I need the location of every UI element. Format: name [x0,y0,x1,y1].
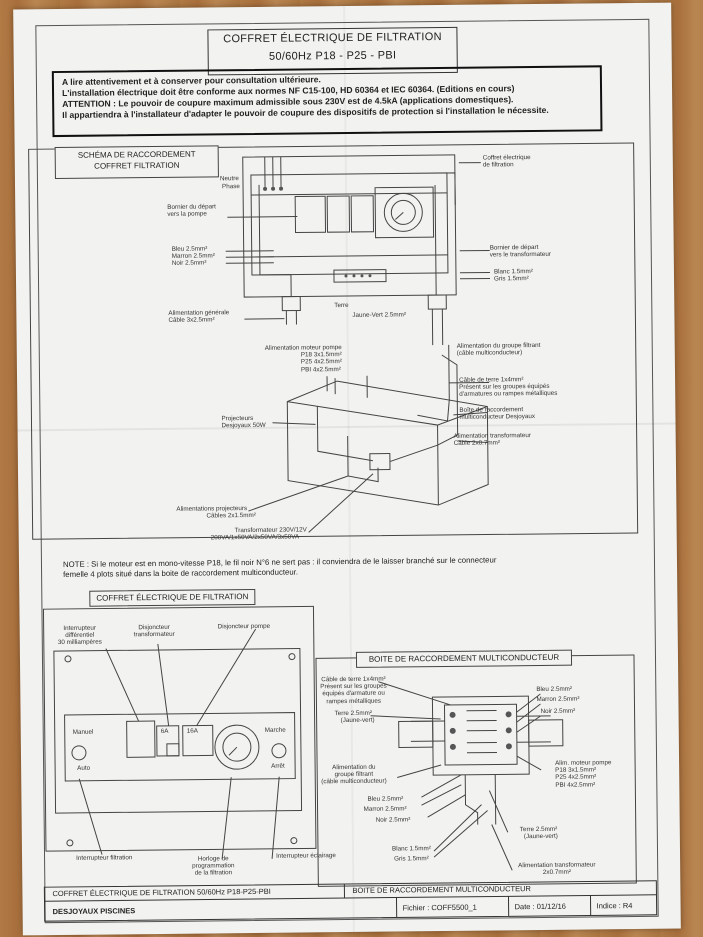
label-disjoncteur-pompe: Disjoncteur pompe [217,622,271,631]
label-boite-marron: Marron 2.5mm² [536,695,580,704]
label-alim-moteur: Alimentation moteur pompe P18 3x1.5mm² P… [264,344,342,374]
footer-date: Date : 01/12/16 [514,901,566,912]
label-jaune-vert: Jaune-Vert 2.5mm² [352,311,406,319]
label-auto: Auto [77,764,91,772]
label-6a: 6A [160,727,169,735]
label-arret: Arrêt [271,762,285,770]
label-boite-marron-2: Marron 2.5mm² [363,805,407,813]
wiring-diagrams [28,142,658,922]
schema-frame [28,142,639,540]
label-boite-terre-2: Terre 2.5mm²(Jaune-vert) [519,825,558,841]
label-marche: Marche [264,726,286,734]
label-boite-bleu: Bleu 2.5mm² [536,685,573,694]
label-gris: Gris 1.5mm² [493,275,529,283]
label-phase: Phase [222,183,240,191]
schema-title: SCHÉMA DE RACCORDEMENT [77,149,196,160]
boite-section-title: BOITE DE RACCORDEMENT MULTICONDUCTEUR [355,649,573,668]
footer-company: DESJOYAUX PISCINES [52,906,136,917]
footer-indice: Indice : R4 [596,901,633,911]
label-neutre: Neutre [219,175,239,183]
instruction-sheet: COFFRET ÉLECTRIQUE DE FILTRATION 50/60Hz… [13,2,681,936]
label-alim-groupe: Alimentation du groupe filtrant(câble mu… [456,341,541,358]
footer-right-title: BOITE DE RACCORDEMENT MULTICONDUCTEUR [352,884,531,895]
label-16a: 16A [186,727,198,735]
schema-title-box: SCHÉMA DE RACCORDEMENT COFFRET FILTRATIO… [54,145,219,180]
schema-subtitle: COFFRET FILTRATION [94,160,180,171]
label-terre: Terre [334,301,349,310]
label-boite-noir-2: Noir 2.5mm² [375,816,411,824]
label-boite-blanc: Blanc 1.5mm² [391,845,431,853]
label-boite-gris: Gris 1.5mm² [394,855,429,863]
label-noir: Noir 2.5mm² [171,259,207,267]
footer-fichier: Fichier : COFF5500_1 [402,902,477,913]
label-manuel: Manuel [72,728,94,736]
coffret-box [242,154,457,298]
label-interrupteur-filtration: Interrupteur filtration [76,854,133,862]
label-boite-terre: Terre 2.5mm²(Jaune-vert) [334,709,375,725]
label-boite-noir: Noir 2.5mm² [540,707,576,715]
label-interrupteur-eclairage: Interrupteur éclairage [276,852,336,860]
coffret-section-title: COFFRET ÉLECTRIQUE DE FILTRATION [89,588,256,607]
label-boite-bleu-2: Bleu 2.5mm² [367,795,404,803]
